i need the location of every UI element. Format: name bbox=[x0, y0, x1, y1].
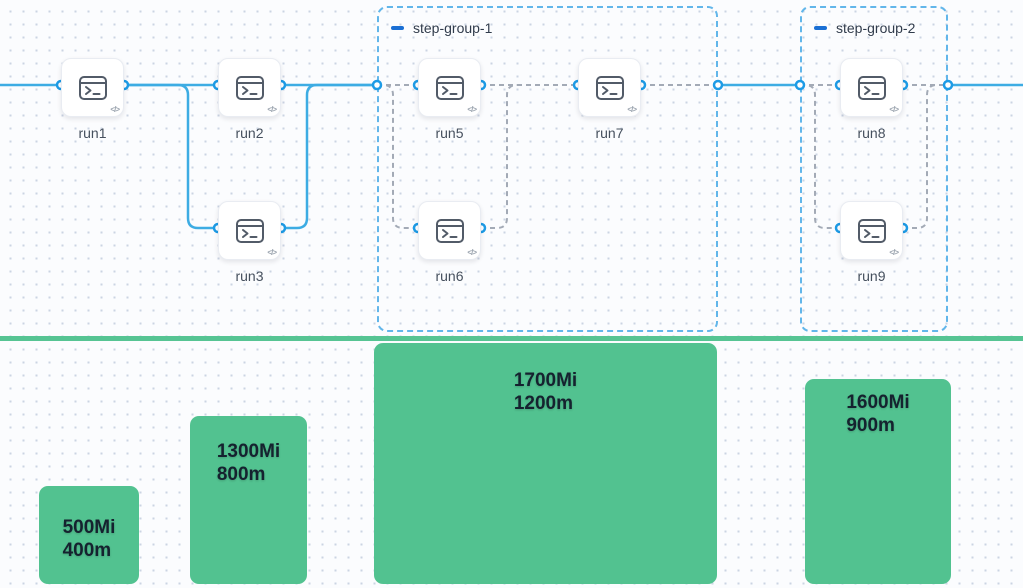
edge-group1in-run6 bbox=[377, 84, 418, 229]
node-run9[interactable]: </> bbox=[840, 201, 903, 260]
node-run1[interactable]: </> bbox=[61, 58, 124, 117]
step-group-1-box[interactable]: step-group-1 bbox=[377, 6, 718, 332]
node-run2[interactable]: </> bbox=[218, 58, 281, 117]
node-run3[interactable]: </> bbox=[218, 201, 281, 260]
terminal-icon bbox=[435, 75, 464, 100]
edge-run3-group1 bbox=[281, 83, 377, 230]
code-icon: </> bbox=[627, 105, 637, 114]
terminal-icon bbox=[857, 75, 886, 100]
node-run5[interactable]: </> bbox=[418, 58, 481, 117]
edge-run9-group2out bbox=[903, 84, 938, 229]
port[interactable] bbox=[712, 79, 724, 91]
node-run8[interactable]: </> bbox=[840, 58, 903, 117]
port[interactable] bbox=[942, 79, 954, 91]
terminal-icon bbox=[235, 218, 264, 243]
step-group-2-box[interactable]: step-group-2 bbox=[800, 6, 948, 332]
edge-run6-run7 bbox=[481, 84, 518, 229]
node-run6[interactable]: </> bbox=[418, 201, 481, 260]
edge-group2in-run9 bbox=[800, 84, 840, 229]
port[interactable] bbox=[371, 79, 383, 91]
terminal-icon bbox=[235, 75, 264, 100]
collapse-icon[interactable] bbox=[391, 26, 404, 30]
terminal-icon bbox=[78, 75, 107, 100]
edges-layer bbox=[0, 79, 1023, 234]
divider-line bbox=[0, 336, 1023, 341]
node-label-run5: run5 bbox=[435, 125, 464, 141]
code-icon: </> bbox=[467, 248, 477, 257]
step-group-2-header: step-group-2 bbox=[814, 20, 946, 36]
port[interactable] bbox=[794, 79, 806, 91]
code-icon: </> bbox=[889, 105, 899, 114]
code-icon: </> bbox=[267, 105, 277, 114]
step-group-1-header: step-group-1 bbox=[391, 20, 716, 36]
step-group-label: step-group-1 bbox=[413, 20, 493, 36]
collapse-icon[interactable] bbox=[814, 26, 827, 30]
code-icon: </> bbox=[110, 105, 120, 114]
code-icon: </> bbox=[889, 248, 899, 257]
code-icon: </> bbox=[267, 248, 277, 257]
node-label-run2: run2 bbox=[235, 125, 264, 141]
node-label-run3: run3 bbox=[235, 268, 264, 284]
terminal-icon bbox=[435, 218, 464, 243]
node-run7[interactable]: </> bbox=[578, 58, 641, 117]
node-label-run6: run6 bbox=[435, 268, 464, 284]
code-icon: </> bbox=[467, 105, 477, 114]
node-label-run7: run7 bbox=[595, 125, 624, 141]
node-label-run1: run1 bbox=[78, 125, 107, 141]
step-group-label: step-group-2 bbox=[836, 20, 916, 36]
terminal-icon bbox=[595, 75, 624, 100]
node-label-run9: run9 bbox=[857, 268, 886, 284]
node-label-run8: run8 bbox=[857, 125, 886, 141]
terminal-icon bbox=[857, 218, 886, 243]
edge-run1-run3 bbox=[124, 83, 218, 230]
